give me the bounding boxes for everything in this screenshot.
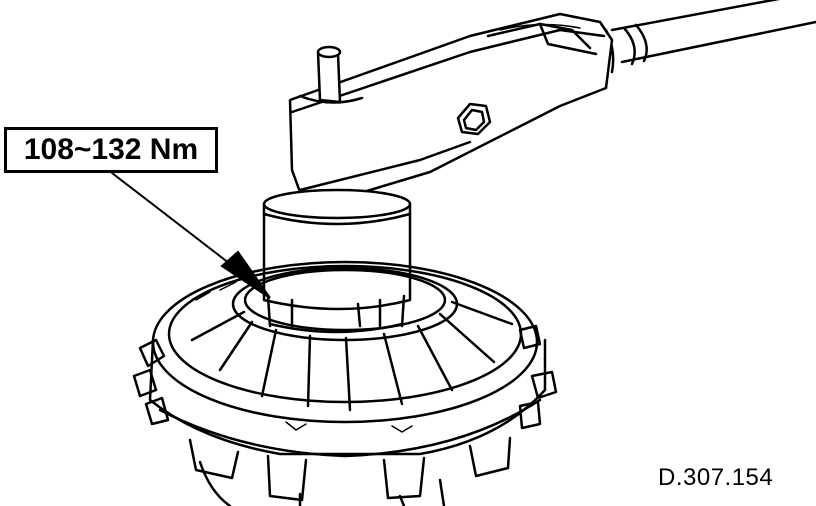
torque-spec-label: 108~132 Nm: [4, 127, 218, 173]
ratchet-head: [288, 12, 614, 198]
pointer-arrowhead: [220, 250, 271, 299]
gear-housing: [132, 260, 558, 506]
leader-line: [111, 172, 239, 271]
wrench-extension-hose: [604, 0, 816, 74]
figure-reference-code: D.307.154: [658, 464, 774, 491]
